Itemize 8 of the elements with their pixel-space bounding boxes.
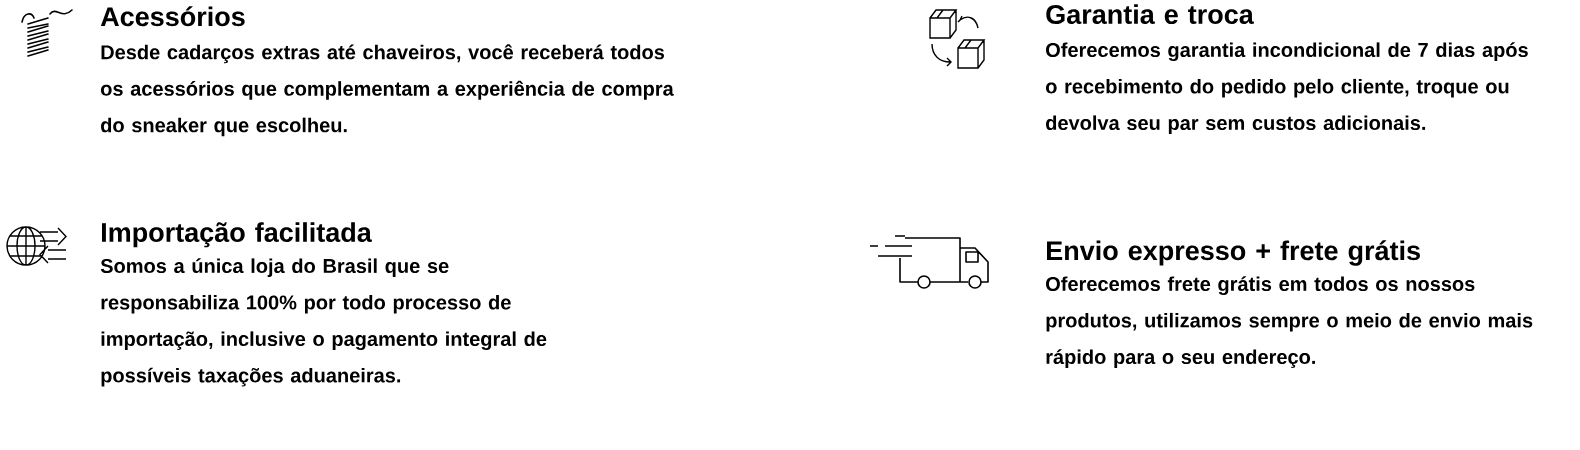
heading: Envio expresso + frete grátis <box>1047 240 1420 266</box>
heading: Importação facilitada <box>102 222 372 248</box>
body-text: Oferecemos frete grátis em todos os nossos produtos, utilizamos sempre o meio de envio mais rápido para o seu endereço. <box>1046 276 1533 369</box>
heading: Garantia e troca <box>1046 4 1254 25</box>
body-text: Oferecemos garantia incondicional de 7 dias após o recebimento do pedido pelo cliente, troque ou devolva seu par sem custos adicionais. <box>1046 42 1528 134</box>
body-text: Desde cadarços extras até chaveiros, você receberá todos os acessórios que complementam a experiência de compra do sneaker que escolheu. <box>101 44 674 137</box>
body-text: Somos a única loja do Brasil que se responsabiliza 100% por todo processo de importação, inclusive o pagamento integral de possíveis taxações aduaneiras. <box>100 258 547 387</box>
heading: Acessórios <box>100 6 245 27</box>
